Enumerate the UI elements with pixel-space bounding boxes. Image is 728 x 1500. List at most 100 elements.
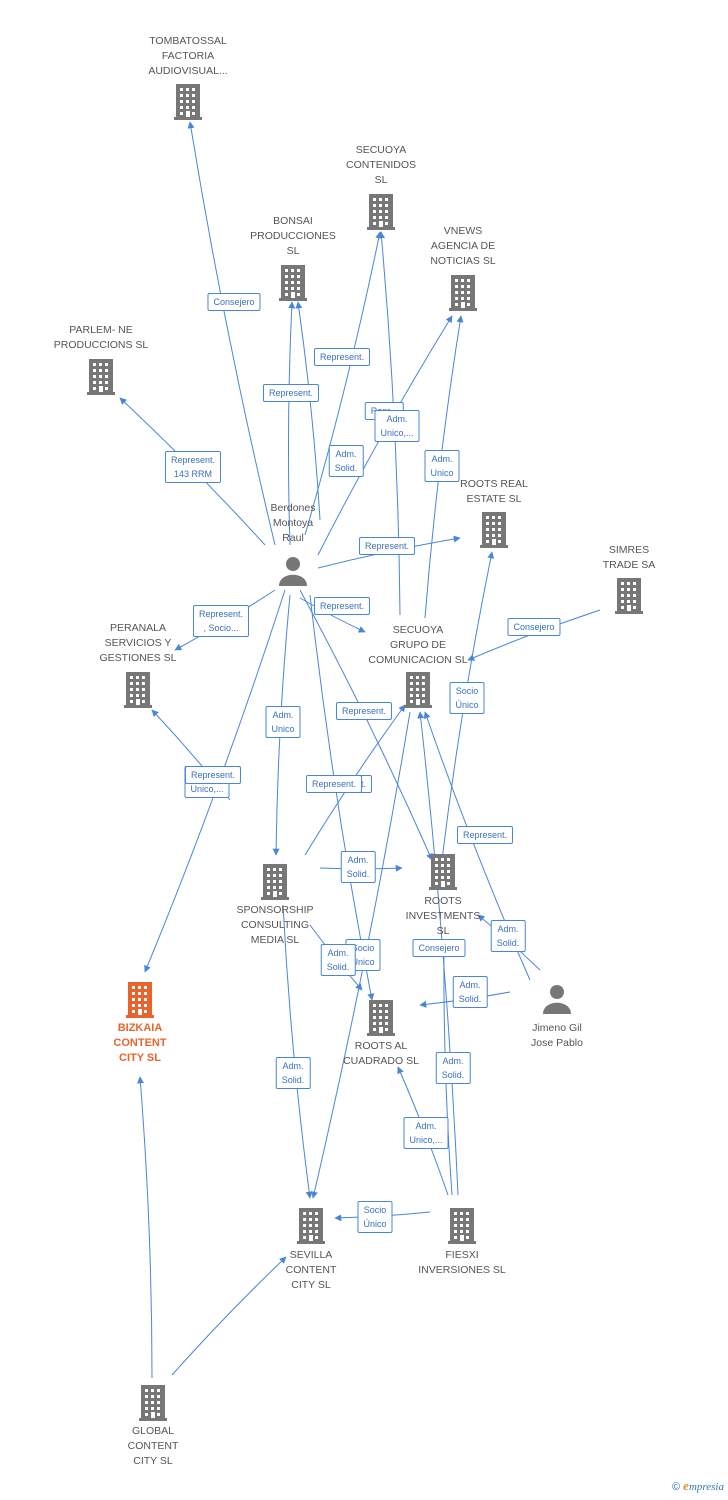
relation-label[interactable]: Consejero	[412, 939, 466, 957]
building-icon-vnews[interactable]	[449, 275, 477, 311]
relation-label[interactable]: Represent.	[313, 597, 371, 615]
relation-label[interactable]: Adm. Solid.	[452, 976, 488, 1008]
person-icon-berdones[interactable]	[279, 557, 307, 586]
building-icon-tombatossal[interactable]	[174, 84, 202, 120]
relation-label[interactable]: Adm.Unico	[424, 450, 460, 482]
relation-label-line: Adm.	[272, 710, 294, 720]
building-icon-roots_real[interactable]	[480, 512, 508, 548]
relation-label-line: Consejero	[213, 297, 255, 307]
brand-logo[interactable]: empresia	[683, 1478, 724, 1493]
edge-line	[304, 231, 383, 536]
edge-line	[187, 121, 276, 546]
relation-label[interactable]: Adm.Solid.	[435, 1052, 471, 1084]
node-label-line: FIESXI	[445, 1249, 479, 1261]
relation-label[interactable]: Adm.Solid.	[320, 944, 356, 976]
relation-label-line: Único	[351, 957, 375, 967]
relation-label-line: Unico,...	[190, 784, 224, 794]
relation-label-line: Socio	[351, 943, 375, 953]
relation-label-line: Consejero	[513, 622, 555, 632]
node-label-line: CUADRADO SL	[343, 1055, 419, 1067]
edge-line	[171, 1256, 287, 1376]
relation-label[interactable]: Represent.	[335, 702, 393, 720]
building-icon-roots_cuad[interactable]	[367, 1000, 395, 1036]
relation-label[interactable]: Represent.	[184, 766, 242, 784]
building-icon-bizkaia[interactable]	[126, 982, 154, 1018]
relation-label-line: Unico	[430, 468, 454, 478]
building-icon-parlem[interactable]	[87, 359, 115, 395]
relation-label[interactable]: Adm.Unico,...	[374, 410, 420, 442]
node-label-line: INVESTMENTS	[405, 910, 481, 922]
building-icon-secuoya_grupo[interactable]	[404, 672, 432, 708]
building-icon-bonsai[interactable]	[279, 265, 307, 301]
relation-label[interactable]: Adm.Solid.	[340, 851, 376, 883]
node-label-line: SIMRES	[608, 544, 650, 556]
relation-label[interactable]: Adm.Solid.	[275, 1057, 311, 1089]
node-label-line: Berdones	[270, 502, 316, 514]
building-icon-secuoya_contenidos[interactable]	[367, 194, 395, 230]
relation-label-line: Represent.	[190, 770, 236, 780]
building-icon-sevilla[interactable]	[297, 1208, 325, 1244]
relation-label[interactable]: Consejero	[207, 293, 261, 311]
relation-label[interactable]: Represent.	[262, 384, 320, 402]
node-label-line: AUDIOVISUAL...	[148, 65, 228, 77]
relation-label-line: Represent.	[319, 352, 365, 362]
relation-label[interactable]: Represent.	[305, 775, 363, 793]
node-label-line: GESTIONES SL	[99, 652, 177, 664]
relation-label-line: Represent.	[170, 455, 216, 465]
building-icon-peranala[interactable]	[124, 672, 152, 708]
relation-label[interactable]: Represent.	[313, 348, 371, 366]
relation-label-line: Unico	[271, 724, 295, 734]
node-label-line: PARLEM- NE	[69, 324, 133, 336]
relation-label[interactable]: Represent. 143 RRM	[164, 451, 222, 483]
relation-label-line: Represent.	[268, 388, 314, 398]
building-icon-roots_inv[interactable]	[429, 854, 457, 890]
building-icon-sponsorship[interactable]	[261, 864, 289, 900]
person-icon-jimeno[interactable]	[543, 985, 571, 1014]
relation-label-line: Adm.	[459, 980, 481, 990]
node-label-line: Jimeno Gil	[532, 1022, 582, 1034]
copyright-footer: © empresia	[672, 1478, 724, 1494]
relation-label-line: Adm.	[327, 948, 349, 958]
relation-label-line: Solid.	[458, 994, 482, 1004]
node-label-line: AGENCIA DE	[430, 240, 496, 252]
node-label-line: ESTATE SL	[466, 493, 522, 505]
node-label-line: Raul	[282, 532, 304, 544]
node-label-line: ROOTS AL	[354, 1040, 408, 1052]
node-label-roots_cuad[interactable]: ROOTS AL CUADRADO SL	[306, 1039, 456, 1069]
node-label-line: GLOBAL	[131, 1425, 175, 1437]
building-icon-fiesxi[interactable]	[448, 1208, 476, 1244]
relation-label[interactable]: Represent.	[358, 537, 416, 555]
relation-label-line: Adm.	[335, 449, 357, 459]
relation-label[interactable]: Adm. Unico	[265, 706, 301, 738]
relation-label[interactable]: Adm.Solid.	[490, 920, 526, 952]
relation-label[interactable]: Adm.Unico,...	[403, 1117, 449, 1149]
node-label-line: SEVILLA	[289, 1249, 333, 1261]
relation-label[interactable]: Represent.	[456, 826, 514, 844]
relation-label[interactable]: Represent., Socio...	[192, 605, 250, 637]
building-icon-global[interactable]	[139, 1385, 167, 1421]
relation-label[interactable]: Adm.Solid.	[328, 445, 364, 477]
node-label-line: CONTENT	[127, 1440, 179, 1452]
building-icon-simres[interactable]	[615, 578, 643, 614]
relation-label[interactable]: Consejero	[507, 618, 561, 636]
relation-label-line: 143 RRM	[173, 469, 212, 479]
